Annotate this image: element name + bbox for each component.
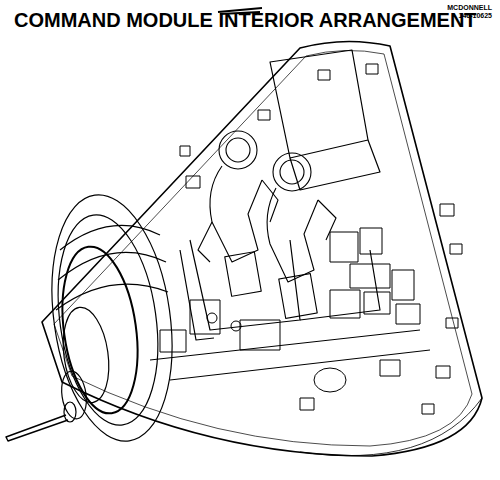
drawing-mark: MCDONNELL146-10625	[447, 4, 492, 20]
company-mark: MCDONNELL	[447, 4, 492, 12]
title: COMMAND MODULE INTERIOR ARRANGEMENT	[14, 9, 477, 32]
drawing-number: 146-10625	[447, 12, 492, 20]
